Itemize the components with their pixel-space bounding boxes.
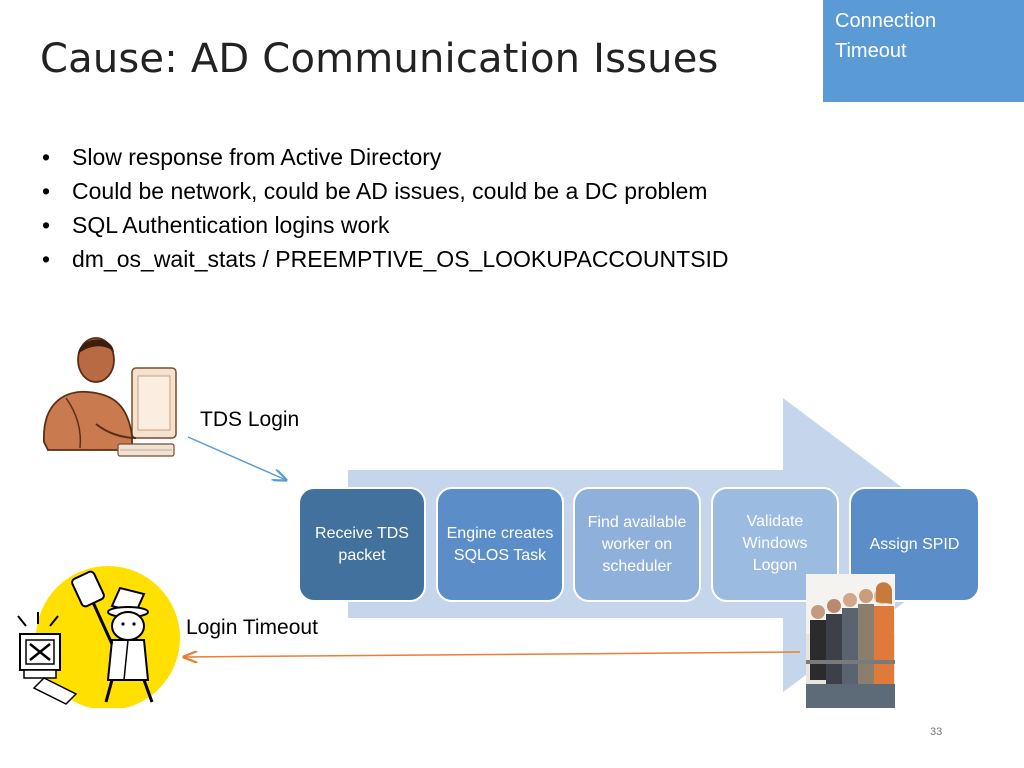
tds-login-label: TDS Login: [200, 408, 300, 431]
step-receive-tds-packet: Receive TDS packet: [298, 487, 426, 602]
page-number: 33: [930, 726, 943, 738]
slide-title: Cause: AD Communication Issues: [40, 36, 719, 82]
login-timeout-connector: [184, 652, 801, 657]
waiting-queue-photo-overlay: [806, 574, 895, 708]
bullet-item: dm_os_wait_stats / PREEMPTIVE_OS_LOOKUPA…: [40, 242, 729, 276]
tds-login-connector: [187, 436, 286, 480]
frustrated-user-icon: [17, 566, 180, 708]
bullet-list: Slow response from Active Directory Coul…: [40, 140, 729, 276]
tag-line-1: Connection: [835, 10, 937, 32]
user-at-computer-icon: [43, 337, 177, 457]
connection-timeout-tag: Connection Timeout: [823, 0, 1024, 102]
bullet-item: Could be network, could be AD issues, co…: [40, 174, 729, 208]
bullet-item: SQL Authentication logins work: [40, 208, 729, 242]
step-engine-creates-task: Engine creates SQLOS Task: [436, 487, 564, 602]
login-timeout-label: Login Timeout: [186, 616, 318, 639]
step-find-worker: Find available worker on scheduler: [573, 487, 701, 602]
tag-line-2: Timeout: [835, 40, 907, 62]
bullet-item: Slow response from Active Directory: [40, 140, 729, 174]
